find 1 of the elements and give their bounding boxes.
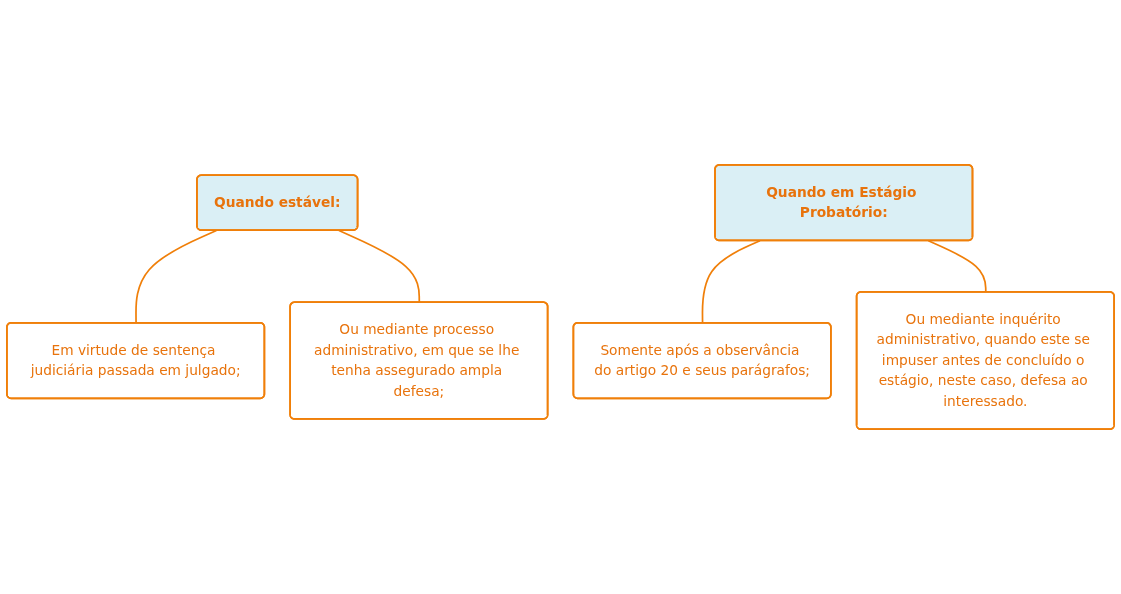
- connector: [338, 229, 421, 304]
